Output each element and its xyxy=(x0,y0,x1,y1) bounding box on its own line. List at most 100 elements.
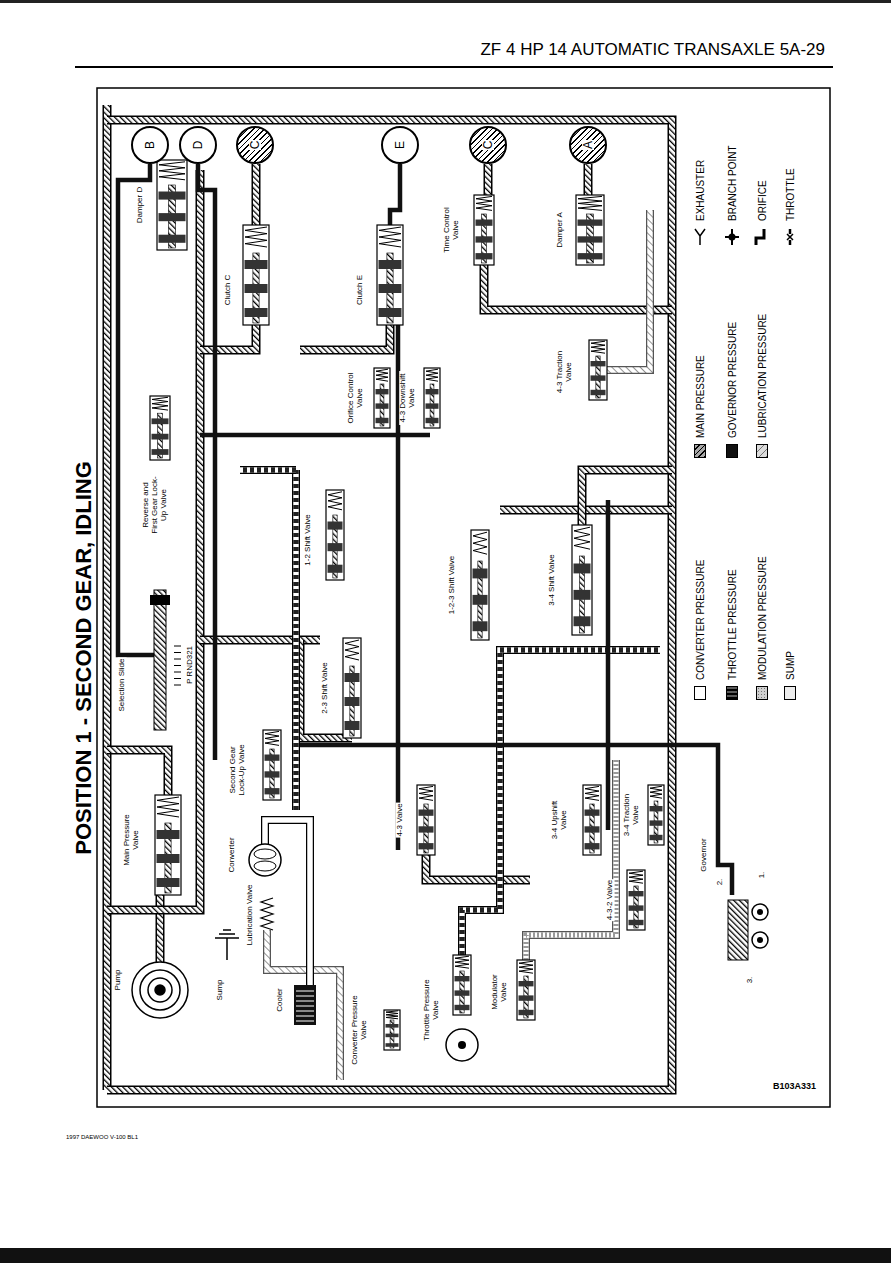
component-label: P RND321 xyxy=(186,645,195,685)
pressure-channel xyxy=(396,250,401,850)
valve-symbol xyxy=(157,160,187,250)
valve-spring xyxy=(519,961,533,973)
pressure-channel xyxy=(107,170,200,910)
component-label: Second Gear Lock-Up Valve xyxy=(229,740,247,800)
valve-spring xyxy=(386,1011,398,1019)
component-label: Clutch C xyxy=(224,274,233,307)
pressure-channel xyxy=(462,650,660,955)
port-letter: D xyxy=(192,140,204,151)
valve-land xyxy=(265,755,280,761)
valve-bore xyxy=(263,730,281,800)
component-label: 4-3 Valve xyxy=(396,802,405,837)
pump-symbol xyxy=(132,962,188,1018)
valve-symbol xyxy=(474,195,494,265)
component-label: Throttle Pressure Valve xyxy=(423,974,441,1046)
valve-land xyxy=(585,810,600,816)
valve-symbol xyxy=(471,530,489,640)
valve-land xyxy=(419,826,434,832)
valve-bore xyxy=(572,525,592,635)
valve-spring xyxy=(265,731,279,745)
page-text: B103A331 xyxy=(773,1082,816,1092)
valve-bore xyxy=(627,870,645,930)
valve-spring xyxy=(455,956,469,968)
component-label: Orifice Control Valve xyxy=(347,371,365,425)
valve-land xyxy=(574,590,591,600)
valve-bore xyxy=(150,396,170,460)
scan-edge xyxy=(0,0,891,3)
pressure-channel xyxy=(607,210,650,370)
component-label: Damper D xyxy=(136,186,145,224)
cooler-fin xyxy=(296,1016,314,1017)
pressure-channel xyxy=(118,164,154,655)
valve-land xyxy=(379,308,402,317)
component-label: 3-4 Traction Valve xyxy=(623,789,641,841)
valve-land xyxy=(152,418,169,424)
pressure-channel xyxy=(292,470,300,810)
valve-bore xyxy=(517,960,535,1020)
pressure-channel xyxy=(200,325,256,350)
valve-land xyxy=(650,806,663,811)
component-label: 2. xyxy=(716,878,725,887)
legend-text: LUBRICATION PRESSURE xyxy=(757,314,768,438)
valve-bore xyxy=(453,955,471,1015)
valve-spring xyxy=(650,786,662,798)
valve-land xyxy=(519,1010,534,1015)
valve-land xyxy=(519,995,534,1000)
valve-bore xyxy=(576,195,604,265)
valve-spring xyxy=(379,227,401,247)
pressure-channel xyxy=(390,164,400,225)
port-letter: C xyxy=(482,140,494,151)
sump-symbol xyxy=(219,933,235,935)
cam-hub xyxy=(458,1041,466,1049)
component-label: 3-4 Shift Valve xyxy=(548,553,557,606)
valve-land xyxy=(426,389,439,394)
valve-land xyxy=(455,990,470,995)
valve-land xyxy=(245,284,268,293)
valve-symbol xyxy=(150,396,170,460)
pressure-channel xyxy=(426,855,530,880)
valve-spring xyxy=(574,527,590,549)
pressure-channel xyxy=(104,105,110,1090)
legend-text: GOVERNOR PRESSURE xyxy=(727,322,738,438)
valve-land xyxy=(386,1034,399,1038)
valve-symbol xyxy=(384,1010,400,1050)
pressure-channel xyxy=(157,895,163,962)
governor-weight xyxy=(752,904,768,920)
pressure-channel xyxy=(267,930,340,1080)
orifice-symbol xyxy=(756,229,764,245)
pump-symbol xyxy=(140,970,180,1010)
position-tick xyxy=(174,678,181,679)
valve-land xyxy=(629,920,644,925)
valve-symbol xyxy=(583,785,601,855)
valve-symbol xyxy=(243,225,269,325)
valve-symbol xyxy=(517,960,535,1020)
pressure-channel xyxy=(582,470,672,525)
valve-bore xyxy=(589,340,607,400)
legend-swatch xyxy=(694,444,706,458)
pressure-channel xyxy=(240,467,296,473)
pressure-channel xyxy=(426,855,530,880)
pressure-channel xyxy=(526,760,616,960)
valve-land xyxy=(650,820,663,825)
pressure-channel xyxy=(462,650,660,955)
pressure-channel xyxy=(526,760,616,960)
valve-bore xyxy=(377,225,403,325)
cooler-symbol xyxy=(294,985,316,1025)
pressure-channel xyxy=(462,650,660,955)
valve-land xyxy=(159,213,186,221)
pressure-channel xyxy=(300,325,390,350)
valve-land xyxy=(629,891,644,896)
valve-symbol xyxy=(627,870,645,930)
legend-text: THROTTLE xyxy=(785,168,796,221)
valve-land xyxy=(157,854,180,863)
valve-land xyxy=(379,260,402,269)
valve-land xyxy=(473,621,488,631)
valve-symbol xyxy=(263,730,281,800)
branch-dot xyxy=(729,234,736,241)
port-letter: B xyxy=(144,140,156,150)
valve-spring xyxy=(245,227,267,247)
sump-symbol xyxy=(226,938,228,960)
valve-land xyxy=(245,260,268,269)
valve-bore xyxy=(471,530,489,640)
port-letter: C xyxy=(249,140,261,151)
